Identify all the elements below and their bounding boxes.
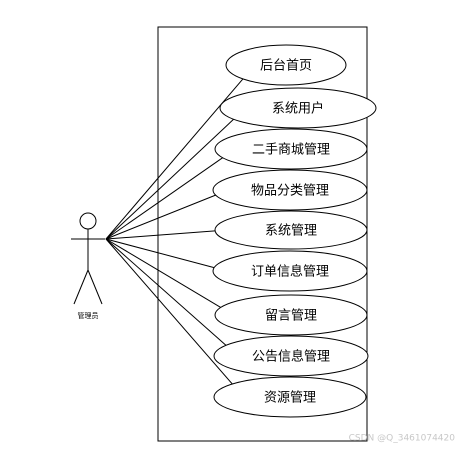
use-case-label: 订单信息管理 [251, 264, 329, 280]
use-case-ellipse [225, 44, 347, 86]
use-case-label: 二手商城管理 [252, 143, 330, 158]
actor-right-leg [87, 269, 103, 305]
use-case-label: 资源管理 [264, 391, 316, 406]
use-case-ellipse [212, 250, 368, 292]
association-line [105, 157, 223, 240]
association-line [105, 238, 227, 346]
association-line [105, 230, 216, 240]
association-line [105, 238, 221, 308]
association-line [105, 118, 234, 240]
association-line [105, 238, 233, 385]
association-line [105, 238, 215, 269]
use-case-ellipse [214, 210, 368, 250]
use-cases: 后台首页系统用户二手商城管理物品分类管理系统管理订单信息管理留言管理公告信息管理… [212, 44, 377, 418]
use-case-ellipse [213, 335, 369, 377]
use-case-ellipse [219, 87, 377, 129]
use-case-label: 物品分类管理 [251, 184, 329, 199]
use-case-ellipse [214, 294, 368, 336]
watermark: CSDN @Q_3461074420 [349, 434, 456, 444]
system-boundary [157, 26, 368, 442]
association-line [105, 194, 216, 240]
use-case-ellipse [214, 128, 368, 170]
actor-label: 管理员 [78, 311, 99, 320]
use-case-label: 系统管理 [265, 224, 317, 239]
actor-left-leg [73, 269, 89, 305]
use-case-ellipse [212, 169, 368, 211]
use-case-label: 公告信息管理 [252, 349, 330, 365]
actor: 管理员 [71, 212, 105, 320]
use-case-ellipse [213, 376, 367, 418]
use-case-label: 留言管理 [265, 309, 317, 324]
actor-head [79, 212, 97, 230]
use-case-label: 系统用户 [272, 101, 324, 117]
use-case-label: 后台首页 [260, 59, 312, 74]
